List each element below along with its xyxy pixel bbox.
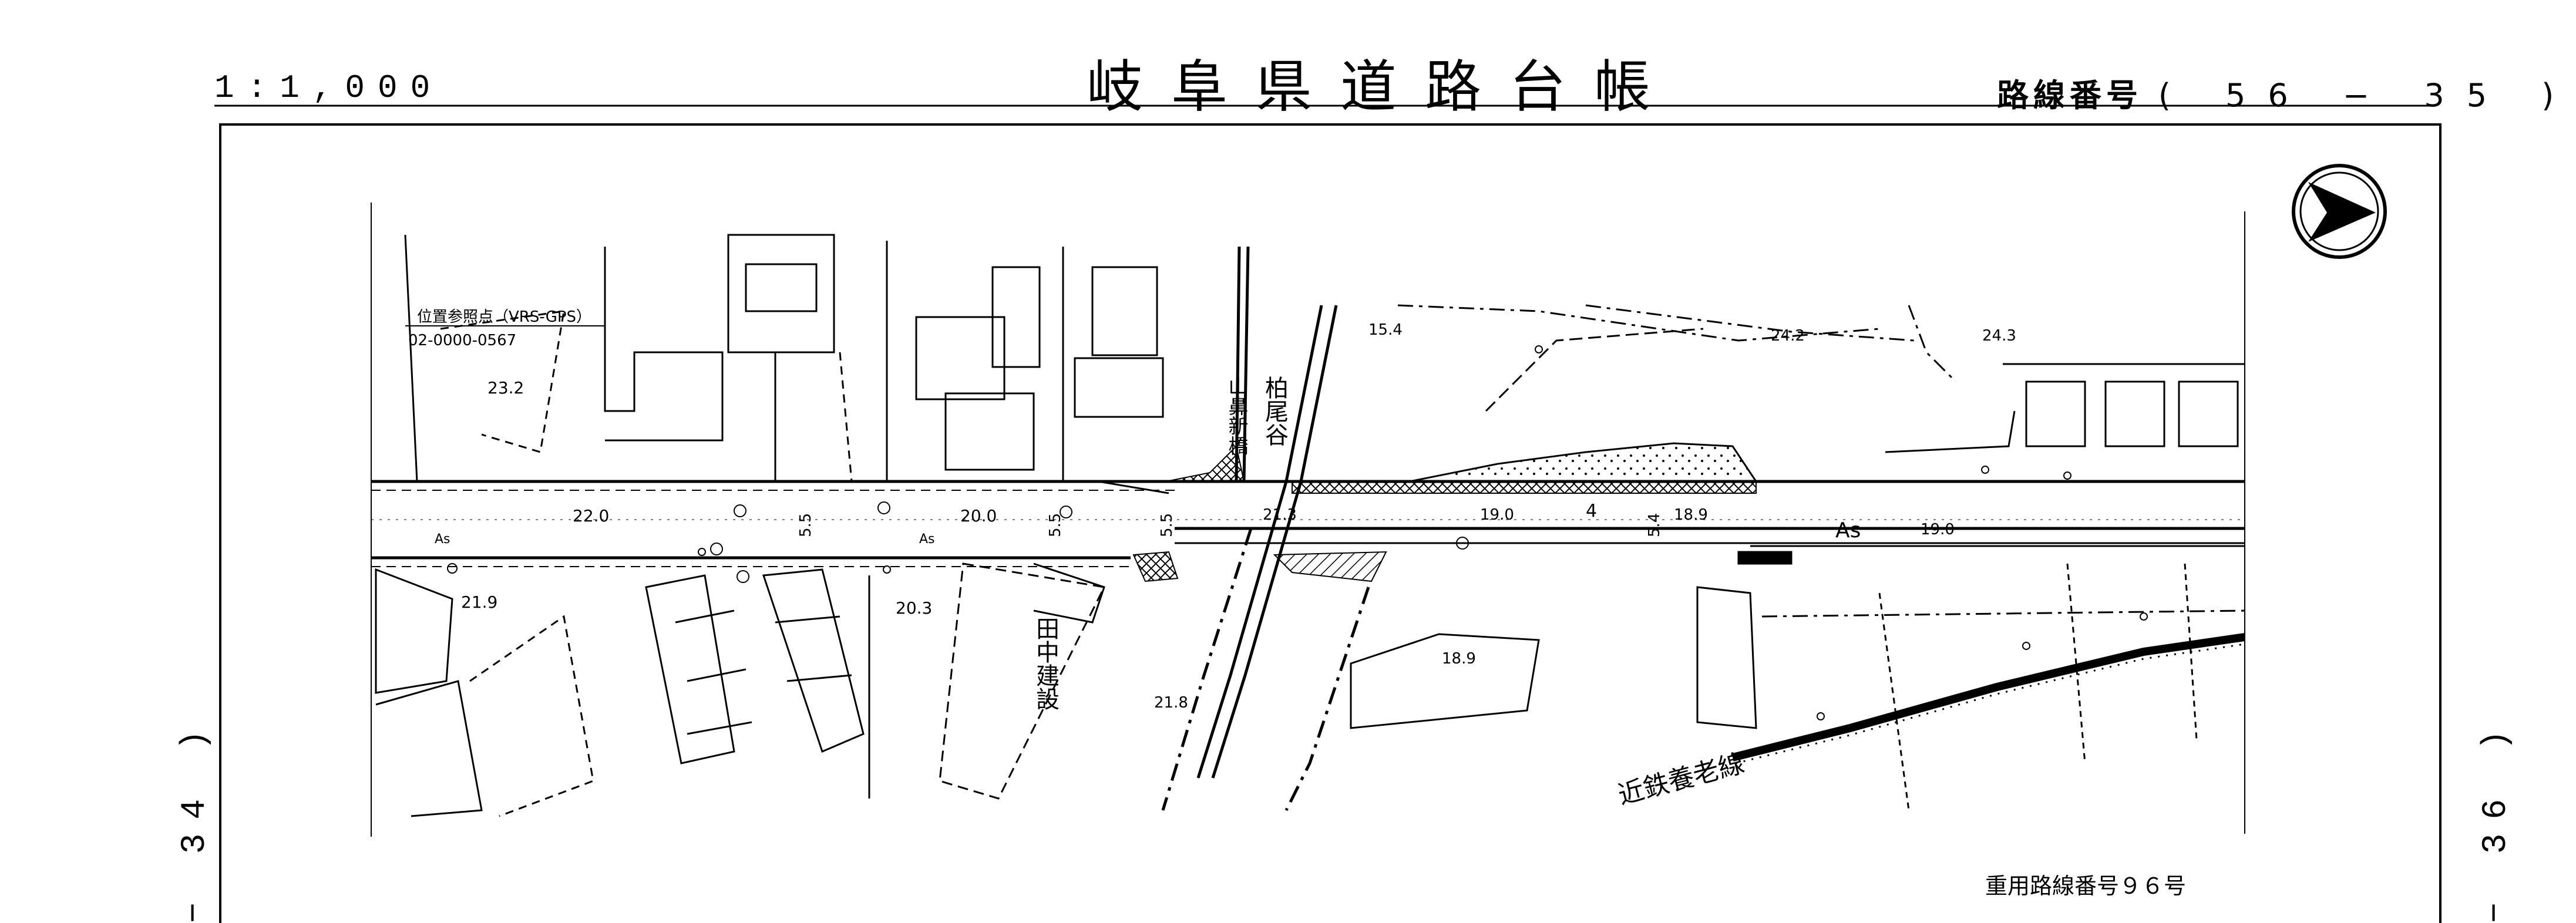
ref-point-code: 02-0000-0567 (408, 332, 516, 349)
footer-note: 重用路線番号９６号 (1985, 873, 2187, 899)
surface-label: As (1835, 518, 1861, 543)
bridge-name: 山鼻新橋 (1225, 376, 1248, 456)
elevation-label: 21.8 (1154, 694, 1188, 712)
railway-name: 近鉄養老線 (1615, 748, 1748, 810)
valley-name: 柏尾谷 (1261, 376, 1288, 446)
hatched-bank (1132, 442, 1758, 582)
surface-label: As (919, 532, 935, 547)
elevation-label: 20.0 (960, 506, 997, 525)
elevation-label: 23.2 (487, 378, 524, 398)
company-name: 田中建設 (1032, 617, 1059, 710)
elevation-label: 22.0 (573, 506, 609, 525)
elevation-label: 18.9 (1674, 506, 1708, 524)
map-frame (219, 123, 2442, 923)
north-arrow-icon (2292, 164, 2387, 259)
road-width: 5.5 (797, 513, 815, 537)
elevation-label: 19.0 (1480, 506, 1514, 524)
route-number: 路線番号 ( 56 − 35 ) (1997, 69, 2576, 116)
stream-channel (1161, 246, 1370, 811)
route-label: 路線番号 (1997, 77, 2143, 114)
road-width: 5.5 (1047, 513, 1064, 537)
route-number-value: ( 56 − 35 ) (2158, 77, 2576, 114)
surface-label: As (435, 532, 450, 547)
dashed-boundaries (1397, 304, 1957, 383)
elevation-label: 24.3 (1982, 327, 2016, 345)
elevation-label: 19.0 (1921, 521, 1955, 538)
railway-line (1731, 633, 2246, 764)
section-marker: 4 (1586, 501, 1597, 521)
parcels (375, 234, 2245, 817)
map-title: 岐阜県道路台帳 (1087, 54, 1679, 120)
road-width: 5.5 (1158, 513, 1176, 537)
elevation-label: 20.3 (896, 598, 932, 618)
elevation-label: 18.9 (1442, 650, 1476, 668)
elevation-label: 21.3 (1263, 506, 1297, 524)
elevation-label: 21.9 (461, 592, 497, 612)
map-scale: 1:1,000 (214, 69, 443, 107)
map-symbols (447, 345, 2148, 720)
elevation-label: 24.2 (1771, 327, 1805, 345)
road-width: 5.4 (1646, 513, 1663, 537)
ref-point-name: 位置参照点（VRS-GPS） (417, 308, 591, 326)
elevation-label: 15.4 (1368, 321, 1403, 339)
